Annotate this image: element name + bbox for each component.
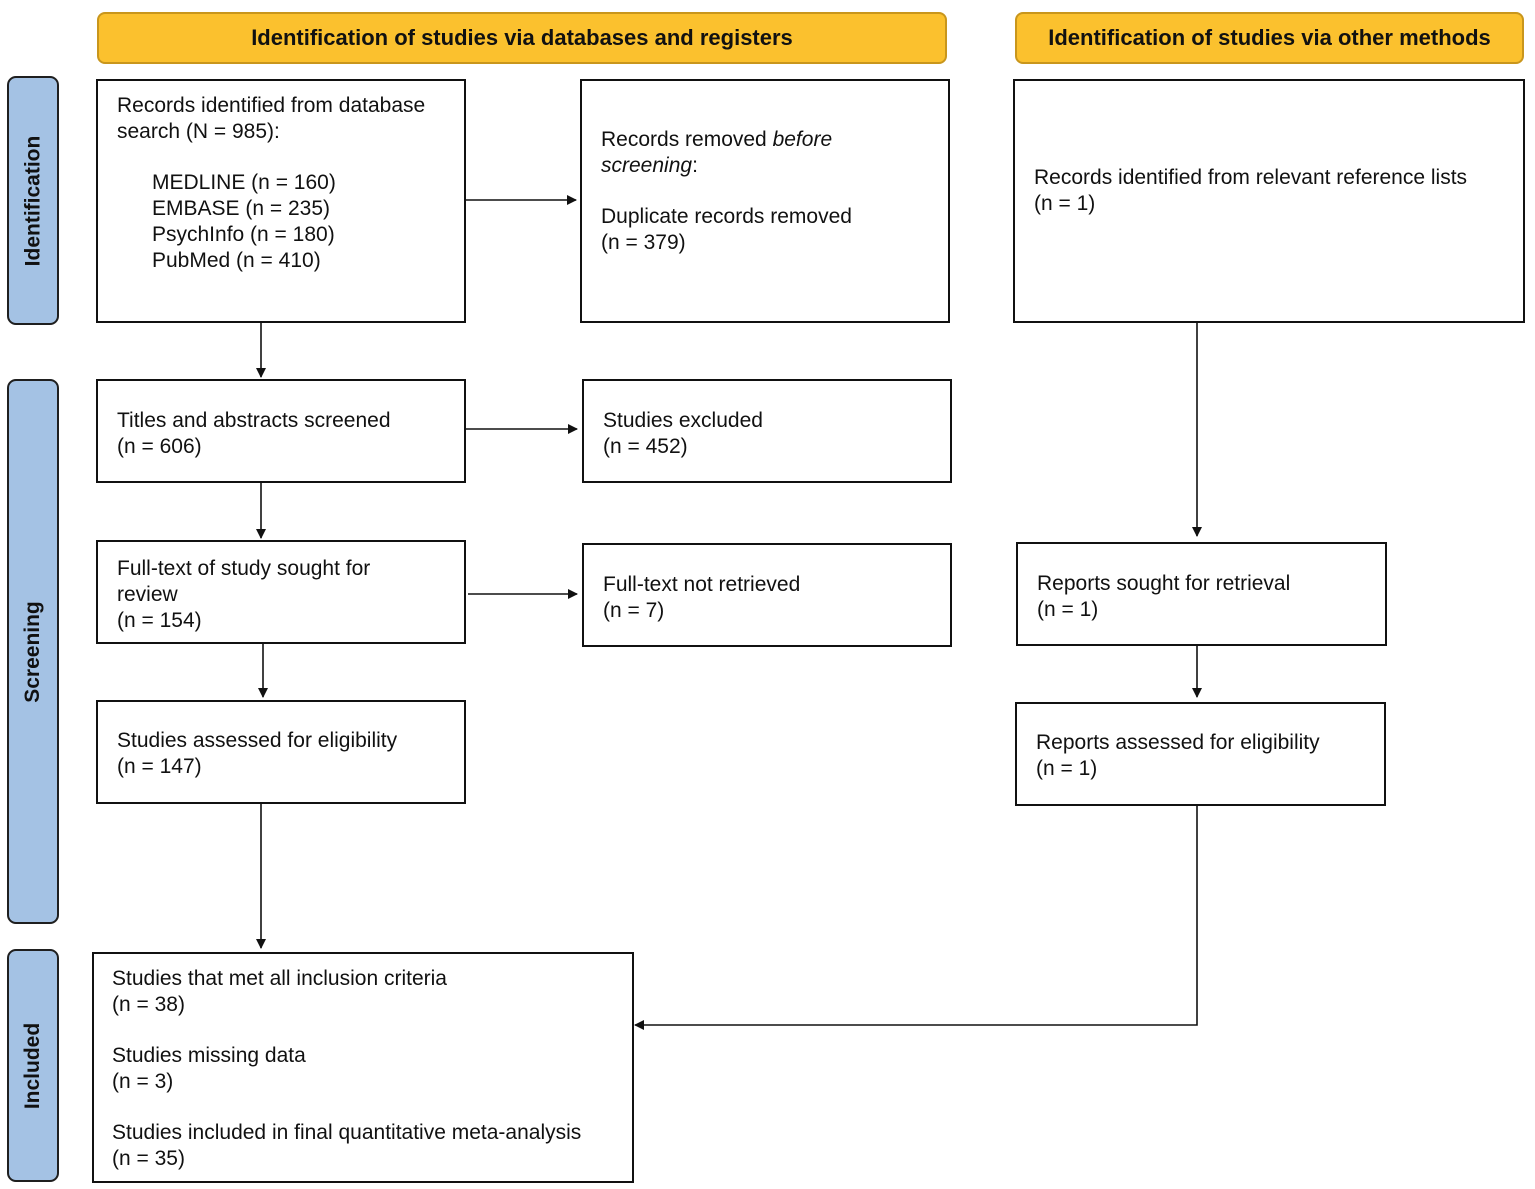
box-studies-assessed: Studies assessed for eligibility (n = 14… <box>96 700 466 804</box>
removed-line-1: Records removed before <box>601 127 948 153</box>
reports-assessed-title: Reports assessed for eligibility <box>1036 731 1320 754</box>
not-retrieved-count: (n = 7) <box>603 599 665 622</box>
included-met-count: (n = 38) <box>112 993 185 1016</box>
assessed-count: (n = 147) <box>117 755 202 778</box>
removed-count: (n = 379) <box>601 231 686 254</box>
header-databases: Identification of studies via databases … <box>97 12 947 64</box>
screened-count: (n = 606) <box>117 435 202 458</box>
removed-line-1b: before <box>772 128 833 151</box>
excluded-count: (n = 452) <box>603 435 688 458</box>
header-other-methods: Identification of studies via other meth… <box>1015 12 1524 64</box>
stage-screening: Screening <box>7 379 59 924</box>
fulltext-count: (n = 154) <box>117 609 202 632</box>
fulltext-title-1: Full-text of study sought for <box>117 557 371 580</box>
arrow-reports-to-included <box>634 806 1198 1030</box>
header-other-label: Identification of studies via other meth… <box>1048 25 1491 50</box>
included-missing-count: (n = 3) <box>112 1070 174 1093</box>
box-reports-sought: Reports sought for retrieval (n = 1) <box>1016 542 1387 646</box>
db-search-title-2: search (N = 985): <box>117 120 280 143</box>
box-reports-assessed: Reports assessed for eligibility (n = 1) <box>1015 702 1386 806</box>
included-final-title: Studies included in final quantitative m… <box>112 1121 582 1144</box>
box-titles-screened: Titles and abstracts screened (n = 606) <box>96 379 466 483</box>
not-retrieved-title: Full-text not retrieved <box>603 573 801 596</box>
db-source-medline: MEDLINE (n = 160) <box>152 171 336 194</box>
excluded-title: Studies excluded <box>603 409 763 432</box>
removed-detail: Duplicate records removed <box>601 205 852 228</box>
db-source-embase: EMBASE (n = 235) <box>152 197 330 220</box>
included-missing-title: Studies missing data <box>112 1044 306 1067</box>
fulltext-title-2: review <box>117 583 178 606</box>
db-source-pubmed: PubMed (n = 410) <box>152 249 321 272</box>
box-fulltext-sought: Full-text of study sought for review (n … <box>96 540 466 644</box>
box-fulltext-not-retrieved: Full-text not retrieved (n = 7) <box>582 543 952 647</box>
reports-sought-count: (n = 1) <box>1037 598 1099 621</box>
stage-included: Included <box>7 949 59 1182</box>
box-studies-excluded: Studies excluded (n = 452) <box>582 379 952 483</box>
box-database-search: Records identified from database search … <box>96 79 466 323</box>
removed-line-2a: screening <box>601 154 693 177</box>
reports-sought-title: Reports sought for retrieval <box>1037 572 1291 595</box>
db-search-title-1: Records identified from database <box>117 94 426 117</box>
screened-title: Titles and abstracts screened <box>117 409 391 432</box>
removed-line-1a: Records removed <box>601 128 773 151</box>
db-source-psychinfo: PsychInfo (n = 180) <box>152 223 335 246</box>
included-final-count: (n = 35) <box>112 1147 185 1170</box>
stage-screening-label: Screening <box>21 600 45 703</box>
db-sources-list: MEDLINE (n = 160) EMBASE (n = 235) Psych… <box>117 170 464 274</box>
included-met-title: Studies that met all inclusion criteria <box>112 967 447 990</box>
removed-line-2: screening: <box>601 153 948 179</box>
stage-identification-label: Identification <box>21 135 45 266</box>
stage-identification: Identification <box>7 76 59 325</box>
ref-lists-title: Records identified from relevant referen… <box>1034 166 1468 189</box>
box-records-removed: Records removed before screening: Duplic… <box>580 79 950 323</box>
reports-assessed-count: (n = 1) <box>1036 757 1098 780</box>
stage-included-label: Included <box>21 1022 44 1109</box>
box-reference-lists: Records identified from relevant referen… <box>1013 79 1525 323</box>
box-included: Studies that met all inclusion criteria … <box>92 952 634 1183</box>
ref-lists-count: (n = 1) <box>1034 192 1096 215</box>
header-databases-label: Identification of studies via databases … <box>251 25 793 50</box>
assessed-title: Studies assessed for eligibility <box>117 729 398 752</box>
removed-line-2b: : <box>692 154 698 177</box>
